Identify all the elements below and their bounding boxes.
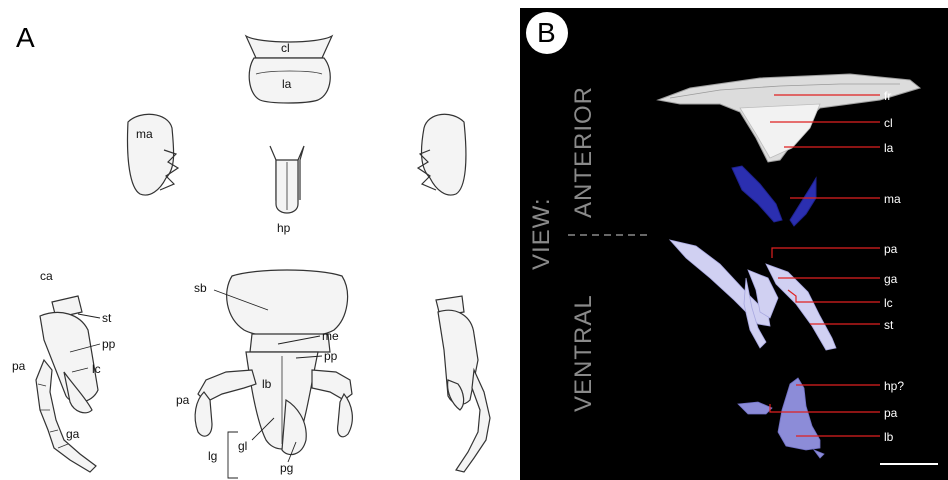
label-a-st: st (102, 312, 111, 324)
label-a-pp-left: pp (102, 338, 115, 350)
panel-a: A (0, 0, 515, 480)
maxilla-right-drawing (436, 296, 490, 472)
label-b-cl: cl (884, 117, 893, 129)
label-a-lb: lb (262, 378, 271, 390)
label-a-gl: gl (238, 440, 247, 452)
label-a-hp: hp (277, 222, 290, 234)
label-a-ma: ma (136, 128, 153, 140)
label-a-pp-center: pp (324, 350, 337, 362)
label-b-pa2: pa (884, 407, 897, 419)
label-a-me: me (322, 330, 339, 342)
label-a-lg: lg (208, 450, 217, 462)
hypopharynx-drawing (270, 146, 304, 213)
label-b-st: st (884, 319, 893, 331)
mandible-right-drawing (418, 114, 466, 195)
label-a-pa-left: pa (12, 360, 25, 372)
label-a-sb: sb (194, 282, 207, 294)
label-b-lb: lb (884, 431, 893, 443)
label-b-hp: hp? (884, 380, 904, 392)
label-b-fr: fr (884, 90, 891, 102)
label-a-pa-center: pa (176, 394, 189, 406)
label-a-ga: ga (66, 428, 79, 440)
mandible-model (732, 166, 816, 226)
panel-b: B VIEW: ANTERIOR VENTRAL (520, 8, 948, 480)
maxilla-model (670, 240, 836, 350)
label-a-lc: lc (92, 363, 101, 375)
maxilla-left-drawing (36, 296, 98, 472)
labium-model (738, 378, 824, 458)
head-capsule-model (658, 74, 920, 162)
label-b-ga: ga (884, 273, 897, 285)
label-b-ma: ma (884, 193, 901, 205)
label-a-ca: ca (40, 270, 53, 282)
label-b-lc: lc (884, 297, 893, 309)
label-b-la: la (884, 142, 893, 154)
label-b-pa: pa (884, 243, 897, 255)
label-a-la: la (282, 78, 291, 90)
label-a-cl: cl (281, 42, 290, 54)
label-a-pg: pg (280, 462, 293, 474)
panel-a-drawings (0, 0, 515, 480)
